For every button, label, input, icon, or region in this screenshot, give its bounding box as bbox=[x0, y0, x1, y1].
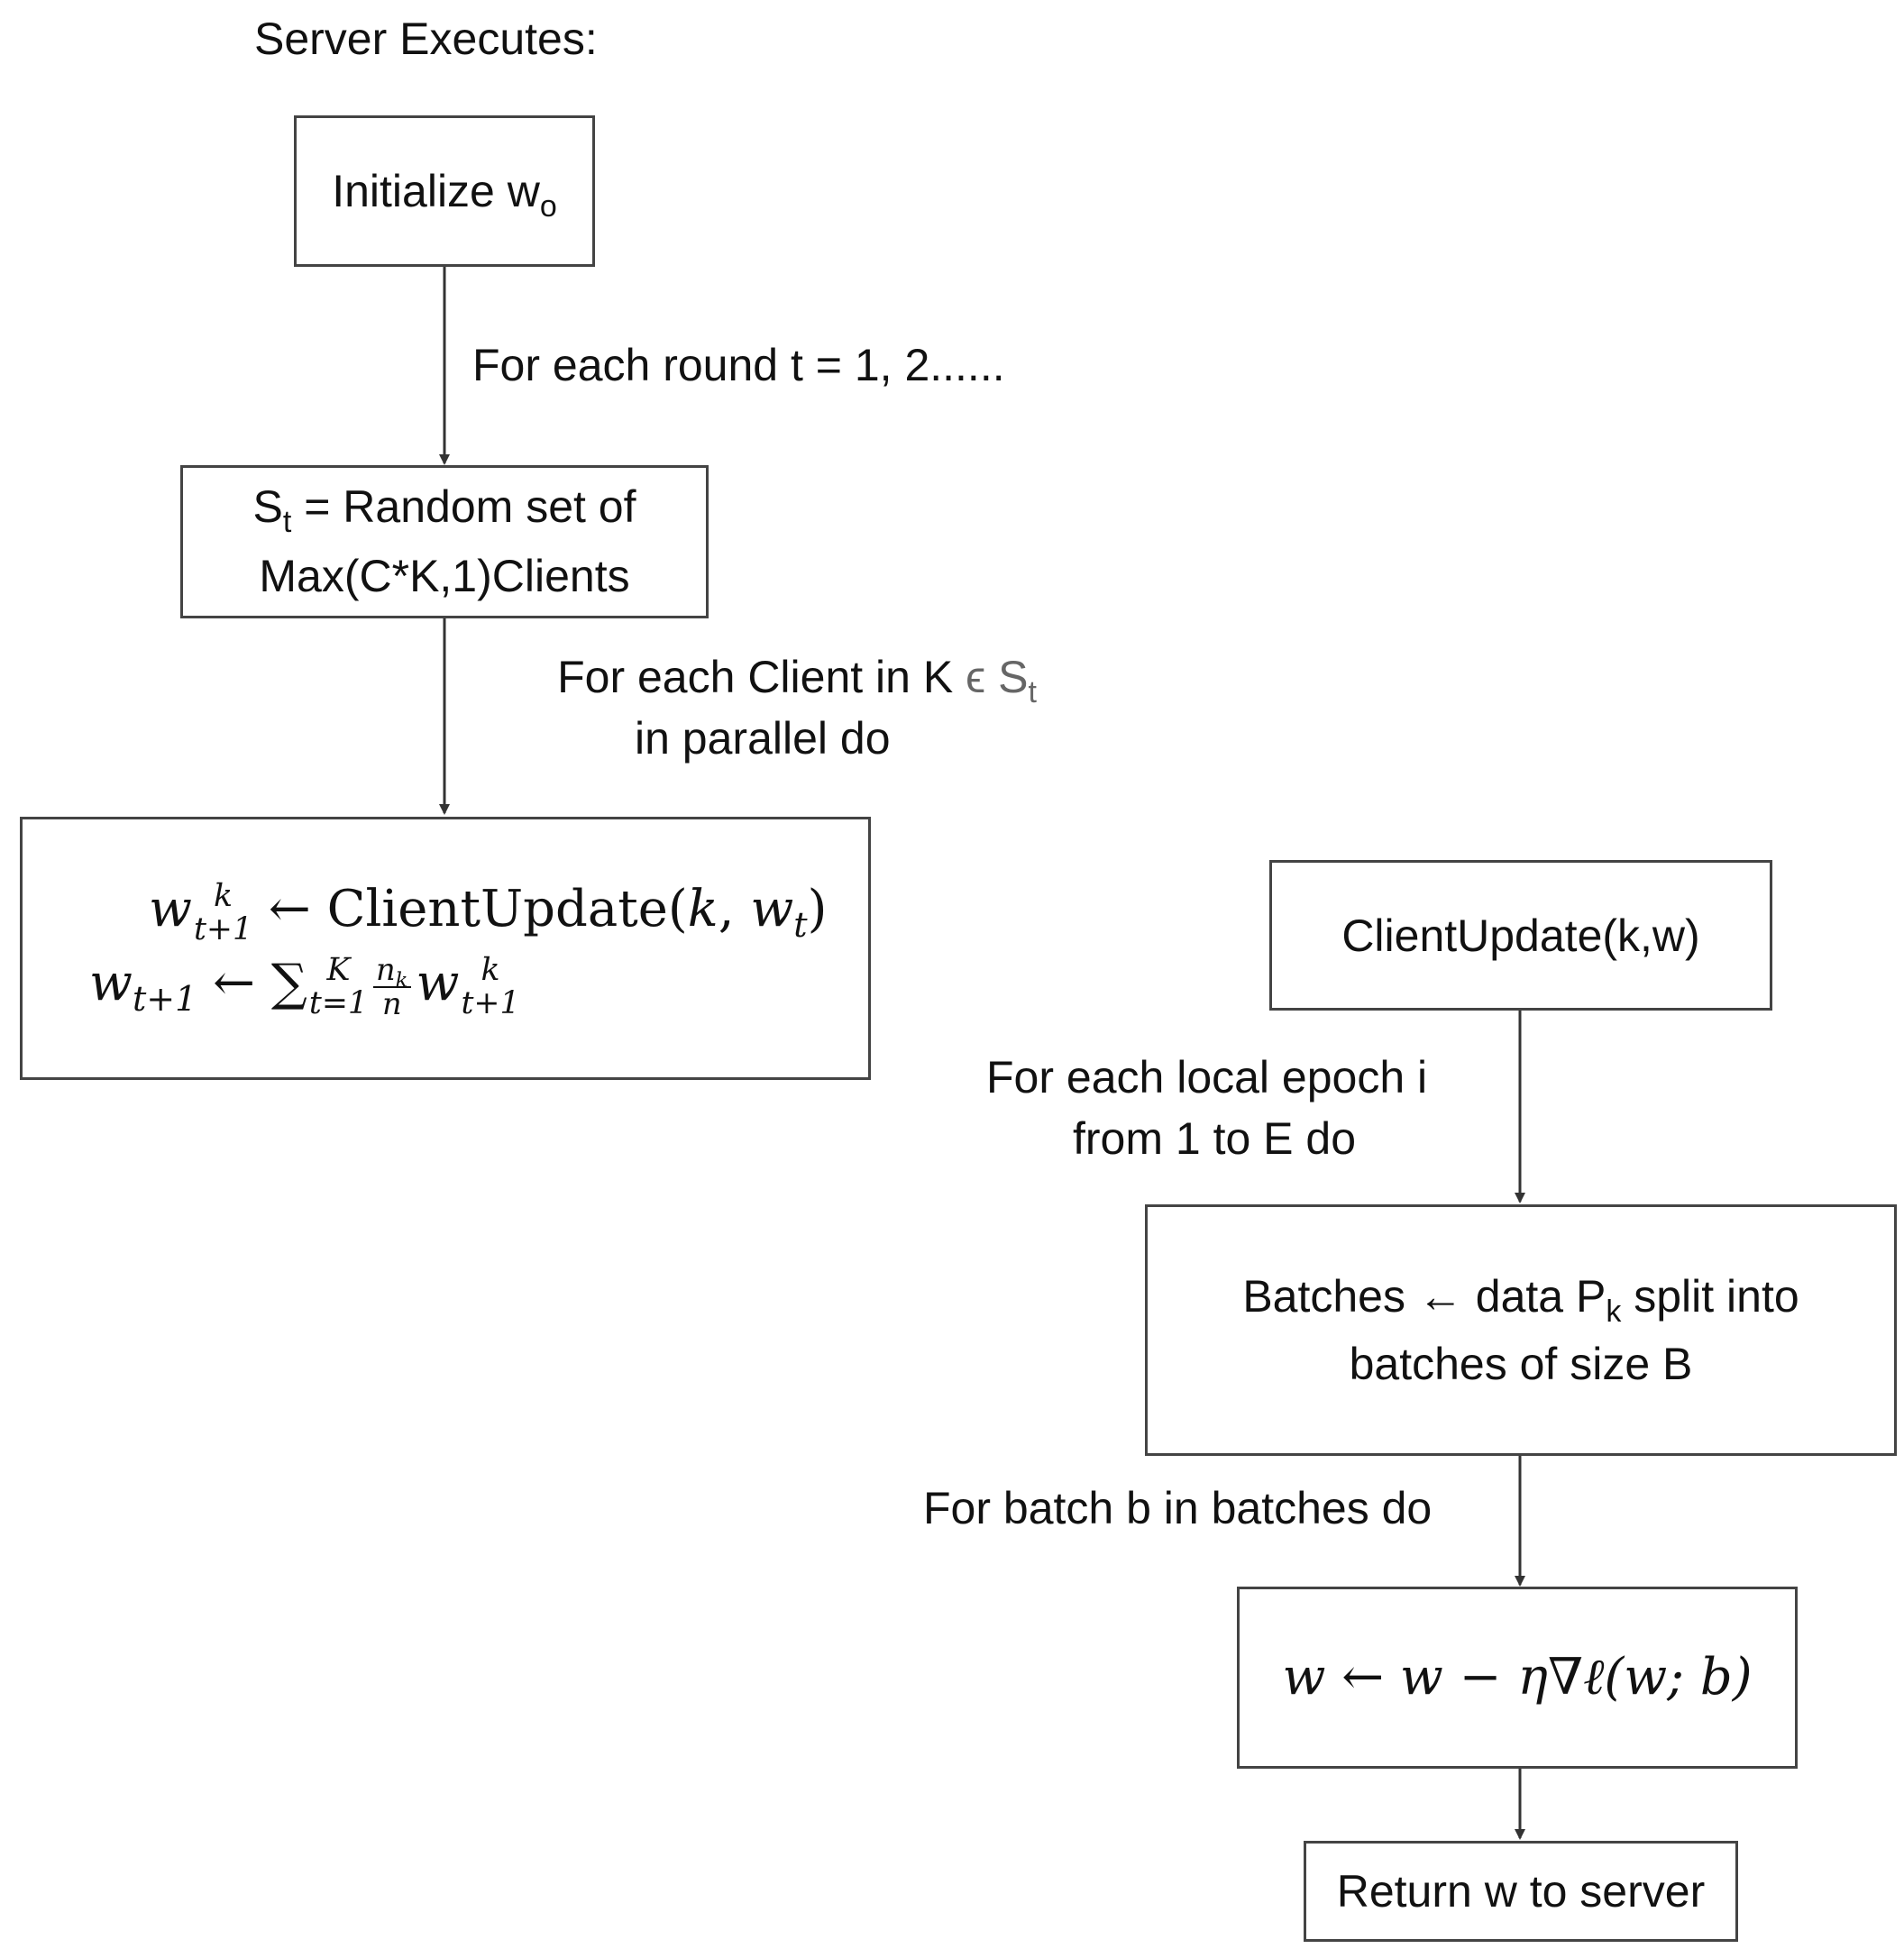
select-clients-line-2: Max(C*K,1)Clients bbox=[259, 551, 630, 601]
gradient-step-box: w ← w − η∇ℓ(w; b) bbox=[1237, 1587, 1798, 1769]
epoch-loop-label: For each local epoch i from 1 to E do bbox=[986, 1048, 1427, 1169]
round-loop-label: For each round t = 1, 2...... bbox=[472, 340, 1005, 390]
return-text: Return w to server bbox=[1336, 1866, 1706, 1917]
client-update-box: ClientUpdate(k,w) bbox=[1269, 860, 1772, 1011]
select-clients-line-1: St = Random set of bbox=[252, 480, 636, 539]
batches-line-2: batches of size B bbox=[1349, 1338, 1693, 1389]
epoch-loop-line-1: For each local epoch i bbox=[986, 1052, 1428, 1103]
select-clients-box: St = Random set of Max(C*K,1)Clients bbox=[180, 465, 709, 618]
batches-box: Batches ← data Pk split into batches of … bbox=[1145, 1204, 1897, 1456]
server-title: Server Executes: bbox=[254, 14, 598, 64]
gradient-step-equation: w ← w − η∇ℓ(w; b) bbox=[1282, 1647, 1753, 1706]
client-loop-label: For each Client in K ϵ St in parallel do bbox=[526, 647, 1067, 769]
initialize-box: Initialize wo bbox=[294, 115, 595, 267]
batch-loop-label: For batch b in batches do bbox=[923, 1483, 1433, 1533]
client-update-text: ClientUpdate(k,w) bbox=[1341, 910, 1700, 961]
epoch-loop-line-2: from 1 to E do bbox=[1073, 1112, 1357, 1164]
return-box: Return w to server bbox=[1304, 1841, 1738, 1942]
client-loop-line-1: For each Client in K ϵ St bbox=[557, 652, 1037, 709]
client-loop-line-2: in parallel do bbox=[635, 712, 891, 764]
initialize-text: Initialize wo bbox=[332, 166, 557, 224]
batches-line-1: Batches ← data Pk split into bbox=[1242, 1270, 1799, 1329]
